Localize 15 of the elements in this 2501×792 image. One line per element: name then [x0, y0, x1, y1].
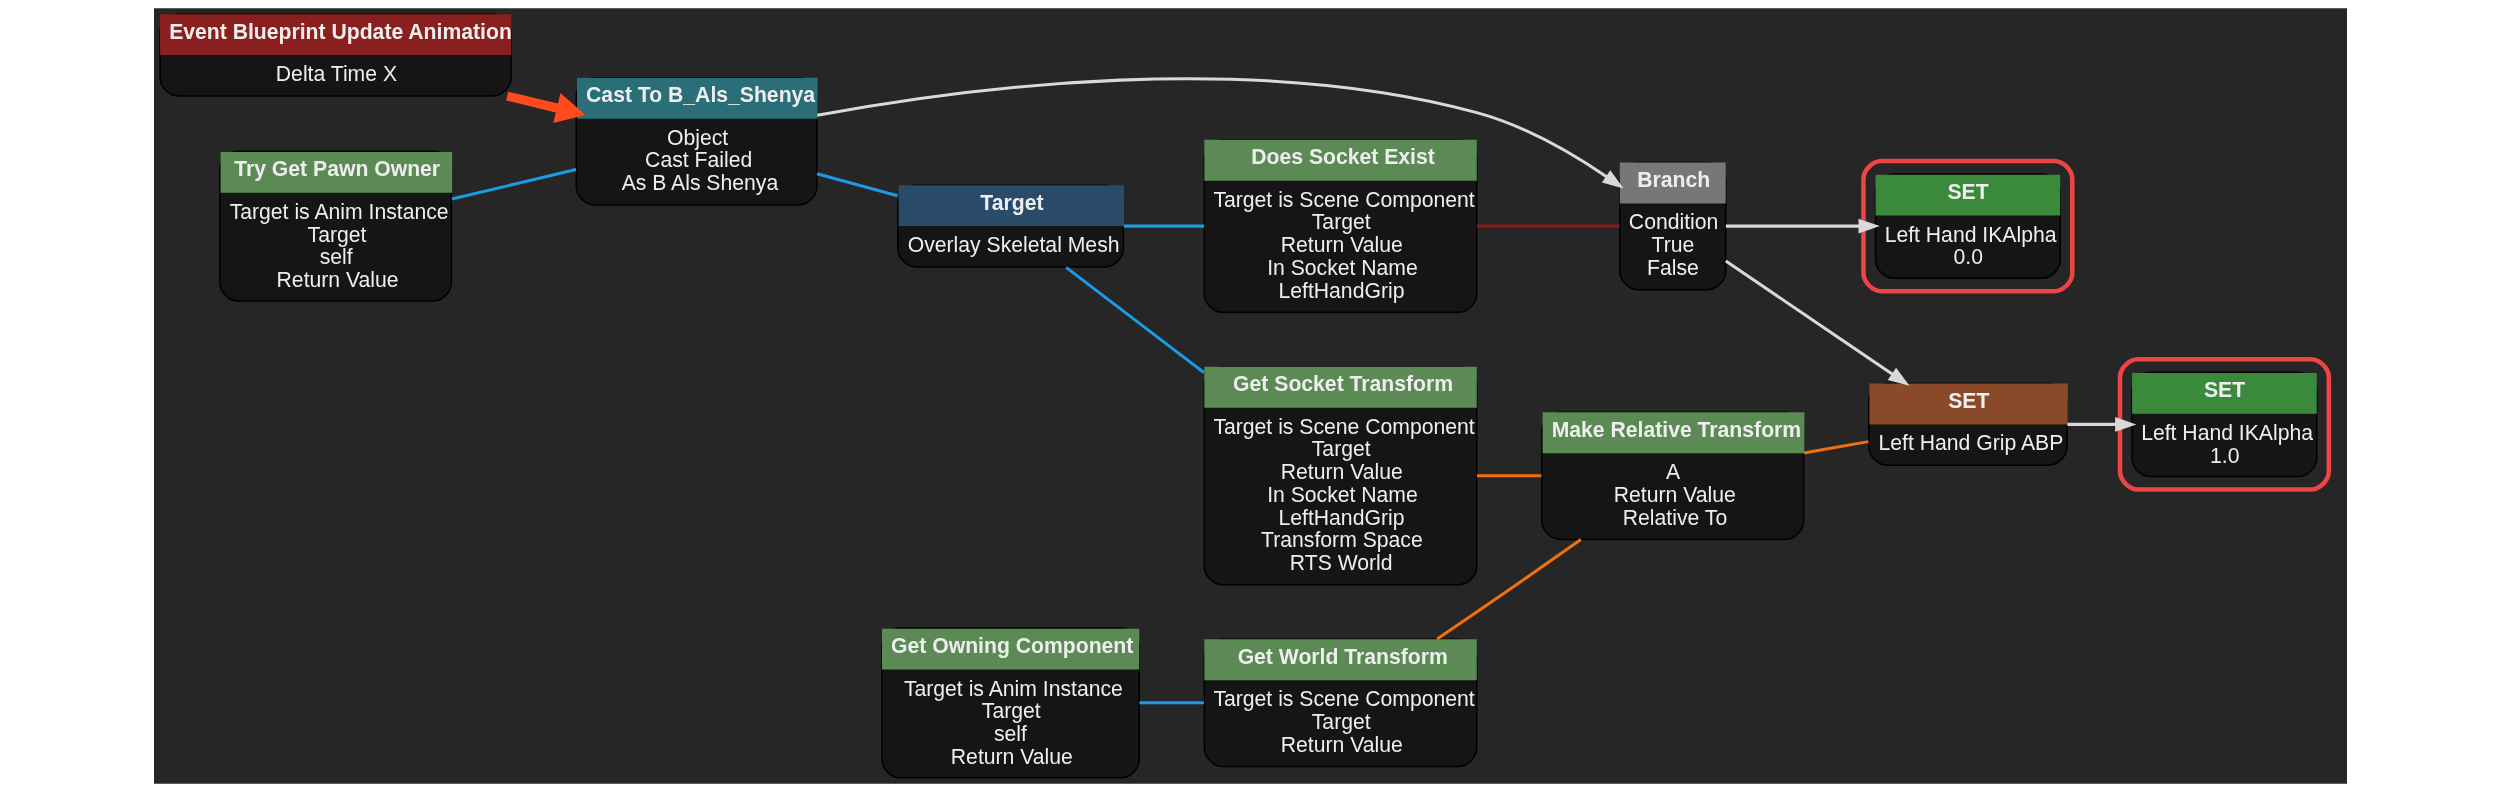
connector [1139, 701, 1204, 705]
connector [1436, 538, 1582, 641]
arrow [1724, 259, 1910, 386]
connector [1123, 224, 1205, 228]
cluster [1861, 158, 2075, 294]
arrow [1725, 218, 1880, 234]
connector [816, 172, 898, 198]
connector [1476, 474, 1542, 478]
connector [1803, 440, 1869, 455]
arrow [506, 91, 586, 124]
connector [1476, 224, 1620, 228]
arrow [817, 77, 1624, 189]
connector [451, 168, 577, 201]
connector [1065, 266, 1205, 374]
arrow [2067, 416, 2137, 432]
